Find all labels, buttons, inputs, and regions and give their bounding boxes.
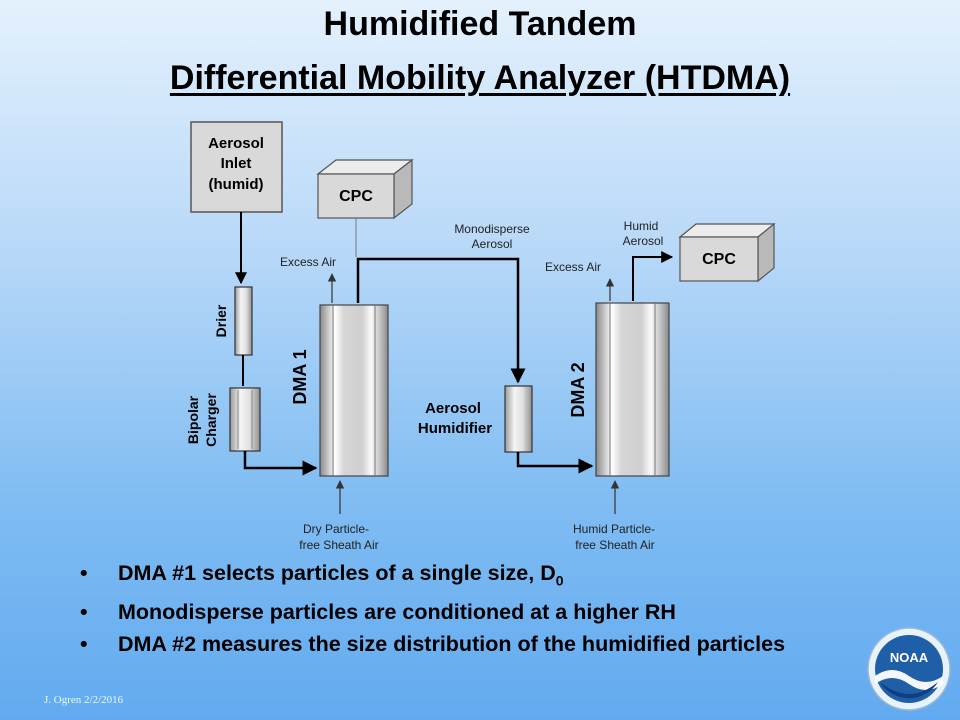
bullet-marker: • bbox=[80, 632, 88, 657]
humid-sheath-label-2: free Sheath Air bbox=[575, 538, 654, 552]
humid-aerosol-label-2: Aerosol bbox=[623, 234, 664, 248]
htdma-diagram: Aerosol Inlet (humid) CPC CPC Drier Bipo… bbox=[185, 121, 776, 552]
dry-sheath-label-2: free Sheath Air bbox=[299, 538, 378, 552]
aerosol-inlet-label-3: (humid) bbox=[209, 176, 264, 193]
dry-sheath-label-1: Dry Particle- bbox=[303, 522, 369, 536]
excess-air-2-label: Excess Air bbox=[545, 260, 601, 274]
humid-aerosol-arrow bbox=[632, 251, 674, 301]
humidifier-label-2: Humidifier bbox=[418, 420, 492, 437]
dma-1-column bbox=[319, 304, 389, 477]
bullet-3-text: DMA #2 measures the size distribution of… bbox=[118, 632, 786, 657]
cpc-2-label: CPC bbox=[702, 251, 736, 268]
cpc-1-box: CPC bbox=[316, 158, 414, 220]
dma-2-label: DMA 2 bbox=[568, 362, 588, 417]
drier-label: Drier bbox=[213, 304, 229, 337]
bullet-2-text: Monodisperse particles are conditioned a… bbox=[118, 600, 676, 625]
bullet-item-2: • Monodisperse particles are conditioned… bbox=[80, 601, 860, 624]
noaa-logo: NOAA bbox=[867, 627, 951, 711]
bullet-marker: • bbox=[80, 561, 88, 585]
bullet-1-subscript: 0 bbox=[555, 572, 564, 589]
monodisperse-label-2: Aerosol bbox=[472, 237, 513, 251]
dma-2-column bbox=[595, 302, 670, 477]
monodisperse-flow-arrow bbox=[356, 257, 526, 384]
humid-sheath-label-1: Humid Particle- bbox=[573, 522, 655, 536]
monodisperse-label-1: Monodisperse bbox=[454, 222, 530, 236]
title-line-2: Differential Mobility Analyzer (HTDMA) bbox=[0, 58, 960, 98]
cpc-1-label: CPC bbox=[339, 188, 373, 205]
charger-to-dma1-arrow bbox=[243, 451, 318, 476]
charger-label: Charger bbox=[203, 393, 219, 447]
noaa-logo-text: NOAA bbox=[890, 650, 929, 665]
footer-credit: J. Ogren 2/2/2016 bbox=[44, 694, 124, 706]
cpc-2-box: CPC bbox=[678, 222, 776, 283]
drier-tube bbox=[234, 286, 253, 356]
humidifier-label-1: Aerosol bbox=[425, 400, 481, 417]
bullet-list: • DMA #1 selects particles of a single s… bbox=[80, 562, 860, 665]
bullet-item-3: • DMA #2 measures the size distribution … bbox=[80, 633, 838, 656]
aerosol-inlet-label-1: Aerosol bbox=[208, 135, 264, 152]
humid-aerosol-label-1: Humid bbox=[624, 219, 659, 233]
bipolar-label: Bipolar bbox=[185, 395, 201, 444]
bipolar-charger bbox=[229, 387, 261, 452]
humidifier-to-dma2-arrow bbox=[516, 452, 594, 474]
bullet-1-text: DMA #1 selects particles of a single siz… bbox=[118, 561, 556, 585]
dma-1-label: DMA 1 bbox=[290, 349, 310, 404]
aerosol-inlet-label-2: Inlet bbox=[221, 155, 252, 172]
bullet-marker: • bbox=[80, 600, 88, 625]
aerosol-humidifier bbox=[504, 385, 533, 453]
aerosol-inlet-box: Aerosol Inlet (humid) bbox=[190, 121, 283, 213]
bullet-item-1: • DMA #1 selects particles of a single s… bbox=[80, 562, 860, 592]
title-line-1: Humidified Tandem bbox=[323, 5, 637, 43]
excess-air-1-label: Excess Air bbox=[280, 255, 336, 269]
title-line-2-text: Differential Mobility Analyzer (HTDMA) bbox=[169, 59, 791, 97]
